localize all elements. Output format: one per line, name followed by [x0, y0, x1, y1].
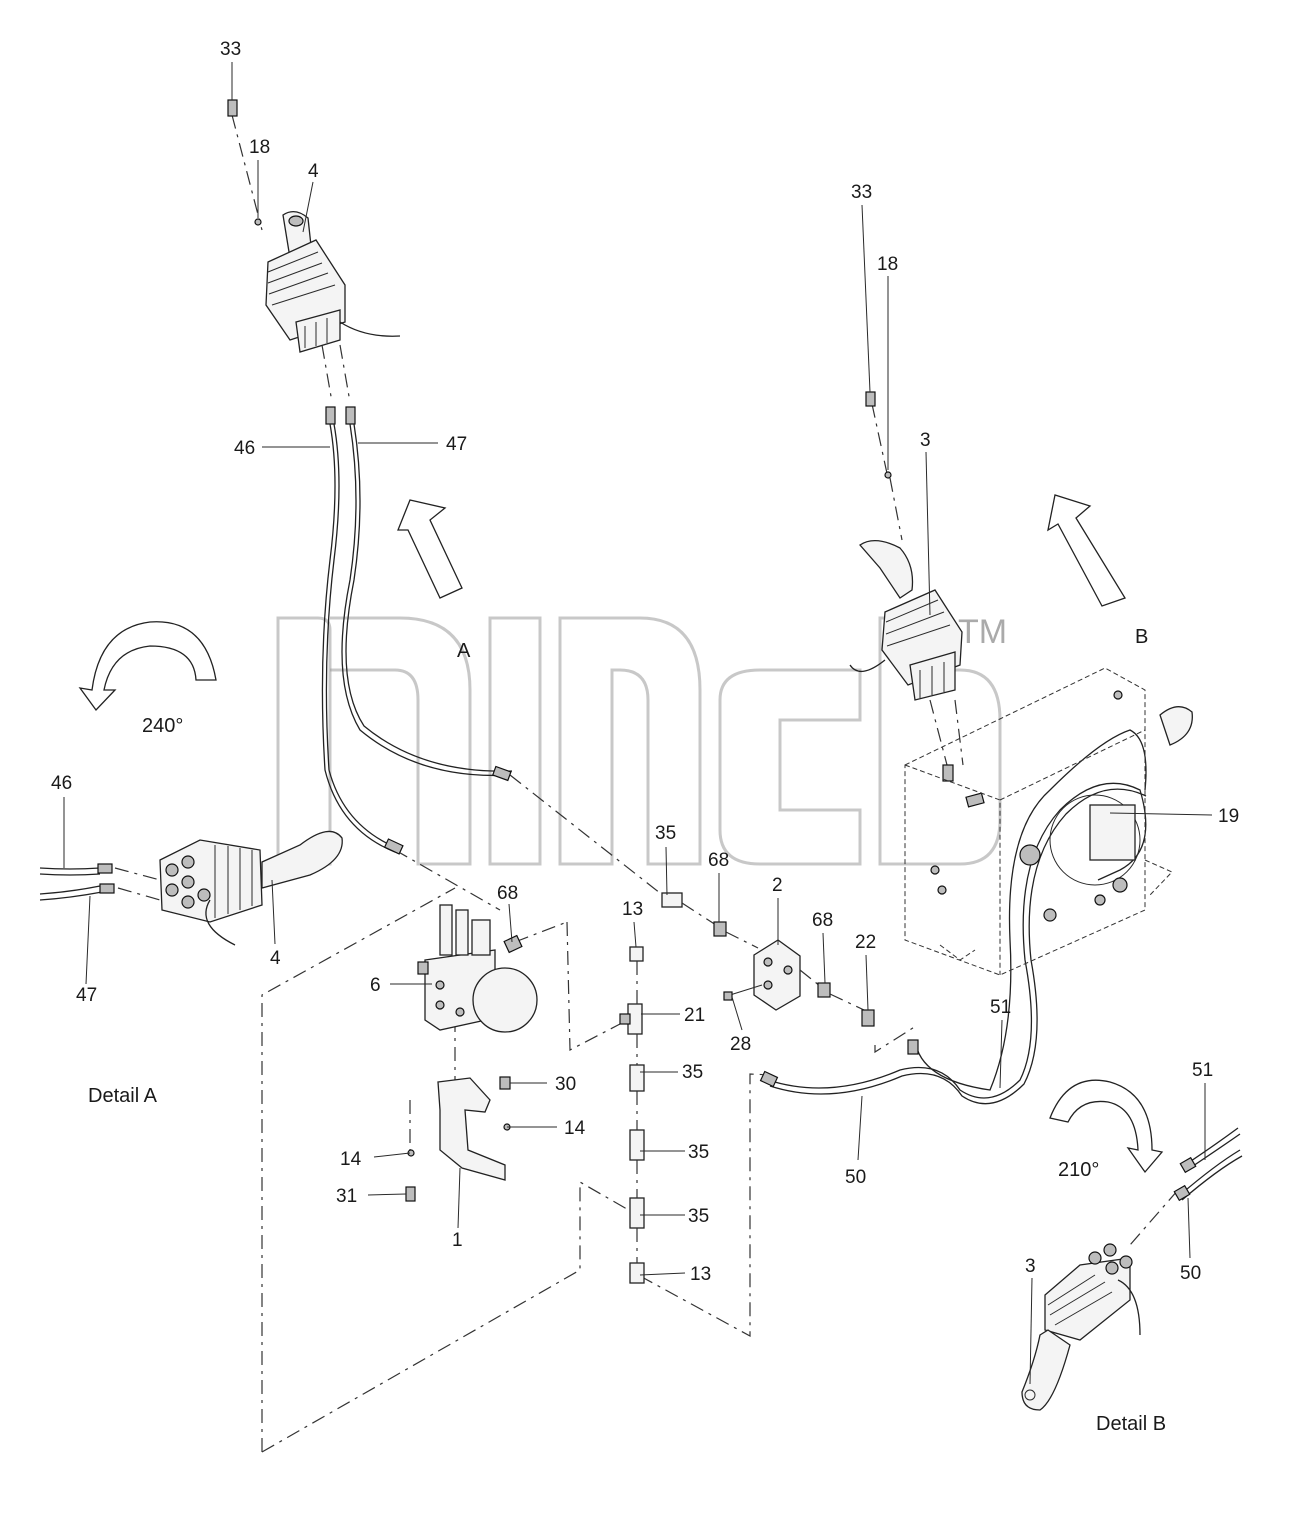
leader-lines [63, 62, 1213, 1385]
callout-35-top: 35 [655, 823, 676, 844]
assembly-boundary-lines [231, 114, 1179, 1453]
joystick-detail-b [1021, 1127, 1243, 1411]
callout-46-detail-a: 46 [51, 773, 72, 794]
callout-4-upper: 4 [308, 161, 319, 182]
view-arrow-b [1047, 494, 1126, 607]
callout-18-right: 18 [877, 254, 898, 275]
rotation-arrow-right [1049, 1079, 1164, 1174]
callout-28: 28 [730, 1034, 751, 1055]
callout-47-upper: 47 [446, 434, 467, 455]
callout-22: 22 [855, 932, 876, 953]
callout-1: 1 [452, 1230, 463, 1251]
callout-labels: 33 18 4 46 47 33 18 3 46 47 4 6 68 35 68… [51, 39, 1239, 1285]
view-label-b: B [1135, 626, 1148, 648]
callout-14-right: 14 [564, 1118, 586, 1139]
callout-3-detail-b: 3 [1025, 1256, 1036, 1277]
callout-47-detail-a: 47 [76, 985, 97, 1006]
joystick-right-assembly [849, 391, 985, 808]
callout-68-block-right: 68 [812, 910, 833, 931]
callout-35-third: 35 [688, 1142, 709, 1163]
callout-33-upper-left: 33 [220, 39, 241, 60]
callout-31: 31 [336, 1186, 357, 1207]
callout-2: 2 [772, 875, 783, 896]
callout-30: 30 [555, 1074, 576, 1095]
callout-33-right: 33 [851, 182, 872, 203]
callout-13-bottom: 13 [690, 1264, 711, 1285]
valve-manifold-6 [417, 904, 538, 1033]
detail-b-title: Detail B [1096, 1413, 1166, 1435]
block-2-assembly [661, 892, 875, 1027]
callout-50-detail-b: 50 [1180, 1263, 1201, 1284]
callout-35-fourth: 35 [688, 1206, 709, 1227]
hose-46-47-left [321, 406, 513, 855]
callout-3-right: 3 [920, 430, 931, 451]
callout-50-hose: 50 [845, 1167, 866, 1188]
callout-14-left: 14 [340, 1149, 362, 1170]
bracket-1 [405, 1076, 511, 1202]
callout-46-upper: 46 [234, 438, 255, 459]
hose-50-51 [759, 729, 1147, 1105]
callout-13-top: 13 [622, 899, 643, 920]
joystick-left-assembly [227, 99, 401, 353]
rotation-label-left: 240° [142, 715, 183, 737]
view-arrow-a [397, 499, 463, 599]
rotation-label-right: 210° [1058, 1159, 1099, 1181]
watermark-logo: TM [276, 613, 1007, 866]
joystick-detail-a [39, 830, 343, 946]
callout-6: 6 [370, 975, 381, 996]
machine-housing [904, 667, 1193, 976]
callout-21: 21 [684, 1005, 705, 1026]
rotation-arrow-left [78, 621, 217, 712]
view-titles: A B 240° 210° Detail A Detail B [88, 626, 1166, 1435]
view-label-a: A [457, 640, 471, 662]
callout-18-upper-left: 18 [249, 137, 270, 158]
detail-a-title: Detail A [88, 1085, 158, 1107]
callout-19: 19 [1218, 806, 1239, 827]
callout-51-housing: 51 [990, 997, 1011, 1018]
callout-51-detail-b: 51 [1192, 1060, 1213, 1081]
callout-68-valve: 68 [497, 883, 518, 904]
callout-68-block-left: 68 [708, 850, 729, 871]
callout-4-detail-a: 4 [270, 948, 281, 969]
callout-35-second: 35 [682, 1062, 703, 1083]
fittings-column [619, 946, 645, 1284]
watermark-mark: TM [958, 613, 1007, 651]
